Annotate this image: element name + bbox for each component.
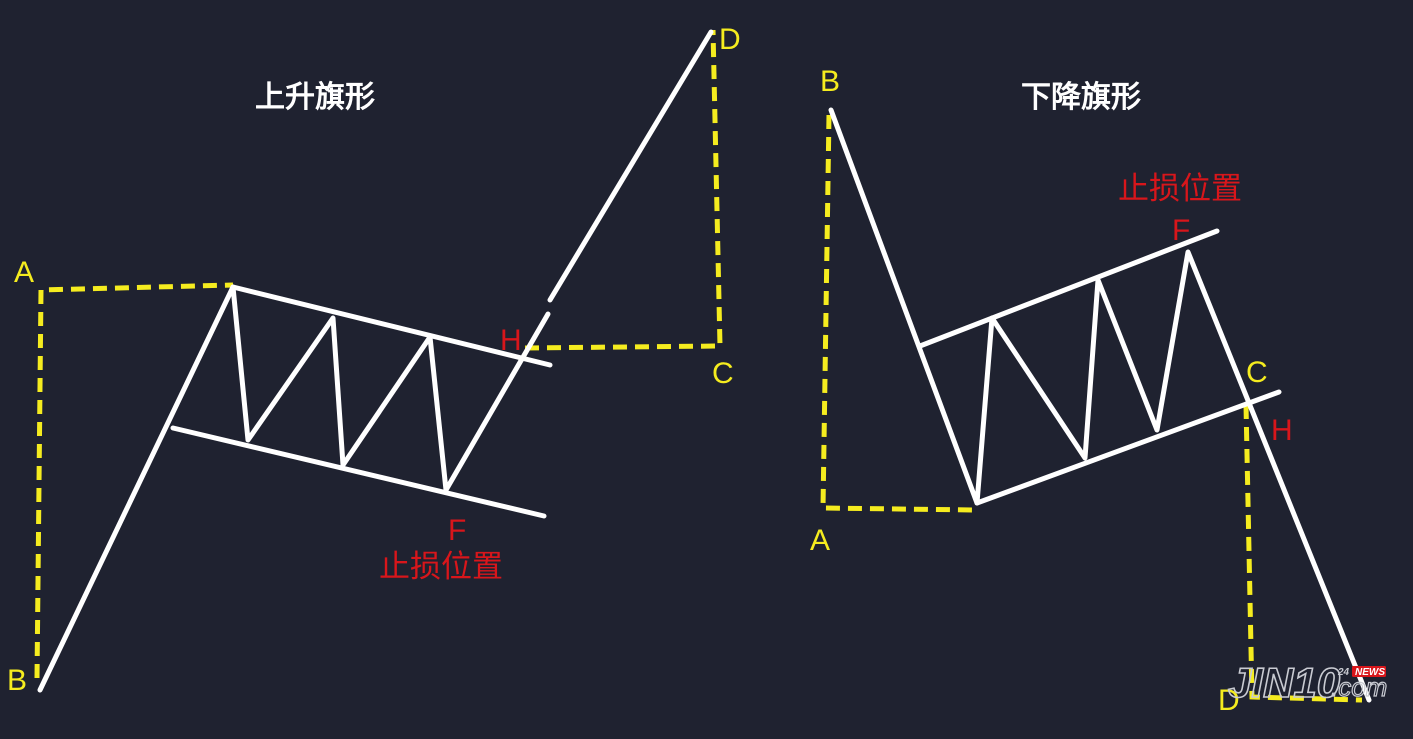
bull-flag-diagram: 上升旗形 A B C D H F 止损位置 bbox=[7, 23, 741, 697]
watermark-badge-text: NEWS bbox=[1355, 667, 1385, 678]
bear-label-f: F bbox=[1172, 214, 1190, 247]
bear-lower-channel bbox=[974, 389, 1282, 506]
bull-label-h: H bbox=[500, 324, 522, 357]
bull-label-c: C bbox=[712, 357, 734, 390]
bear-price-path bbox=[828, 107, 1372, 703]
bull-target-measure bbox=[524, 29, 723, 351]
watermark-brand: JIN10 bbox=[1228, 659, 1340, 706]
bull-label-d: D bbox=[719, 23, 741, 56]
watermark-badge-number: 24 bbox=[1337, 667, 1350, 678]
bear-label-h: H bbox=[1271, 414, 1293, 447]
jin10-watermark: JIN10 .com 24 NEWS bbox=[1227, 658, 1388, 707]
bull-label-a: A bbox=[14, 256, 34, 289]
bear-label-b: B bbox=[820, 65, 840, 98]
bull-price-path bbox=[37, 284, 551, 693]
bear-flag-diagram: 下降旗形 B A C D H F 止损位置 bbox=[810, 65, 1372, 717]
bear-stop-loss-label: 止损位置 bbox=[1118, 171, 1242, 207]
bull-label-b: B bbox=[7, 664, 27, 697]
bear-flag-title: 下降旗形 bbox=[1021, 80, 1141, 115]
bull-label-f: F bbox=[448, 514, 466, 547]
bear-target-measure bbox=[1243, 404, 1363, 703]
bull-breakout-leg bbox=[547, 29, 714, 303]
bull-stop-loss-label: 止损位置 bbox=[379, 549, 503, 585]
bull-lower-channel bbox=[170, 425, 547, 519]
bear-upper-channel bbox=[917, 228, 1220, 349]
watermark-badge-bg bbox=[1352, 666, 1386, 677]
bear-label-a: A bbox=[810, 524, 830, 557]
bear-label-c: C bbox=[1246, 356, 1268, 389]
bull-pole-measure bbox=[34, 282, 234, 679]
bear-pole-measure bbox=[820, 114, 977, 513]
bull-upper-channel bbox=[230, 284, 553, 368]
bear-label-d: D bbox=[1218, 684, 1240, 717]
bull-flag-title: 上升旗形 bbox=[255, 80, 375, 115]
